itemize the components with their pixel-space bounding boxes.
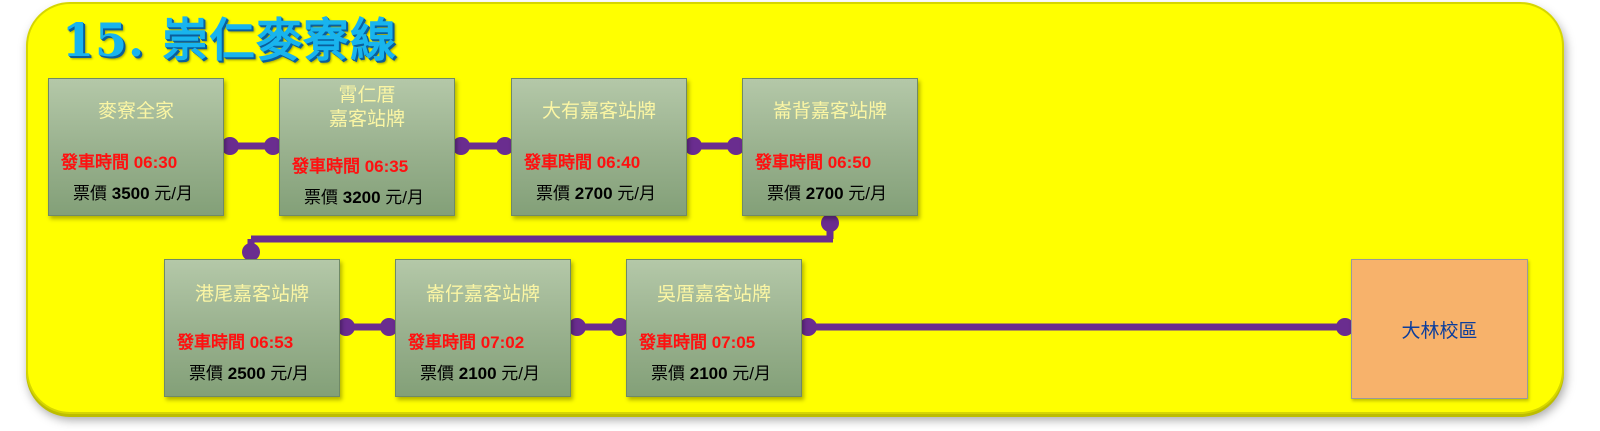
- fare-value: 2700: [805, 184, 844, 203]
- fare-value: 2100: [458, 364, 497, 383]
- stop-card: 麥寮全家 發車時間 06:30 票價 3500 元/月: [48, 78, 224, 216]
- fare-label: 票價: [189, 364, 223, 383]
- stop-card: 大有嘉客站牌 發車時間 06:40 票價 2700 元/月: [511, 78, 687, 216]
- route-title: 15. 崇仁麥寮線: [62, 13, 398, 67]
- stop-name: 大有嘉客站牌: [541, 101, 656, 122]
- fare-label: 票價: [420, 364, 454, 383]
- fare-unit: 元/月: [270, 364, 310, 383]
- fare-value: 2700: [574, 184, 613, 203]
- fare-value: 3200: [342, 188, 381, 207]
- fare-unit: 元/月: [385, 188, 425, 207]
- fare: 票價 3200 元/月: [304, 183, 424, 208]
- stop-name: 崙仔嘉客站牌: [425, 284, 540, 305]
- fare-value: 2500: [227, 364, 266, 383]
- fare-label: 票價: [536, 184, 570, 203]
- stop-name-line2: 嘉客站牌: [328, 109, 405, 130]
- fare-label: 票價: [304, 188, 338, 207]
- fare-value: 3500: [111, 184, 150, 203]
- stop-card: 霄仁厝嘉客站牌 發車時間 06:35 票價 3200 元/月: [279, 78, 455, 216]
- fare: 票價 2700 元/月: [767, 179, 887, 204]
- stop-name: 吳厝嘉客站牌: [656, 284, 771, 305]
- stop-card: 港尾嘉客站牌 發車時間 06:53 票價 2500 元/月: [164, 259, 340, 397]
- departure-time: 發車時間 07:05: [639, 333, 756, 352]
- stop-name: 港尾嘉客站牌: [194, 284, 309, 305]
- fare-label: 票價: [767, 184, 801, 203]
- stop-name-line1: 霄仁厝: [338, 85, 396, 106]
- departure-time: 發車時間 06:53: [177, 333, 294, 352]
- stop-name: 崙背嘉客站牌: [772, 101, 887, 122]
- fare-value: 2100: [689, 364, 728, 383]
- fare-unit: 元/月: [617, 184, 657, 203]
- departure-time: 發車時間 06:50: [755, 153, 872, 172]
- departure-time: 發車時間 07:02: [408, 333, 525, 352]
- fare-unit: 元/月: [732, 364, 772, 383]
- fare: 票價 2500 元/月: [189, 359, 309, 384]
- fare: 票價 2100 元/月: [420, 359, 540, 384]
- fare-label: 票價: [73, 184, 107, 203]
- stop-name: 霄仁厝嘉客站牌: [280, 84, 454, 132]
- departure-time: 發車時間 06:30: [61, 153, 178, 172]
- fare-label: 票價: [651, 364, 685, 383]
- stop-name: 麥寮全家: [97, 101, 174, 122]
- stop-card: 崙背嘉客站牌 發車時間 06:50 票價 2700 元/月: [742, 78, 918, 216]
- fare-unit: 元/月: [848, 184, 888, 203]
- fare-unit: 元/月: [154, 184, 194, 203]
- stop-card: 崙仔嘉客站牌 發車時間 07:02 票價 2100 元/月: [395, 259, 571, 397]
- fare: 票價 2100 元/月: [651, 359, 771, 384]
- departure-time: 發車時間 06:40: [524, 153, 641, 172]
- fare-unit: 元/月: [501, 364, 541, 383]
- fare: 票價 3500 元/月: [73, 179, 193, 204]
- fare: 票價 2700 元/月: [536, 179, 656, 204]
- stop-card: 吳厝嘉客站牌 發車時間 07:05 票價 2100 元/月: [626, 259, 802, 397]
- departure-time: 發車時間 06:35: [292, 157, 409, 176]
- destination-box: 大林校區: [1351, 259, 1528, 399]
